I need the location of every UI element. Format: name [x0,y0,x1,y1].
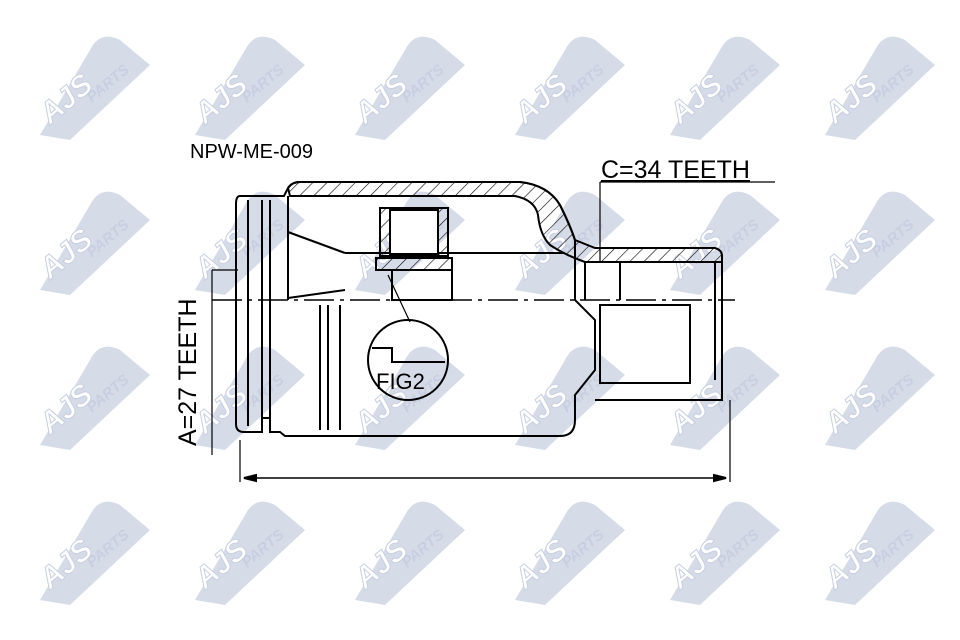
ajs-parts-watermark-icon: AJS PARTS [185,335,315,455]
fig2-label: FIG2 [376,369,425,394]
ajs-parts-watermark-icon: AJS PARTS [815,25,945,145]
ajs-parts-watermark-icon: AJS PARTS [815,335,945,455]
ajs-parts-watermark-icon: AJS PARTS [185,490,315,610]
ajs-parts-watermark-icon: AJS PARTS [505,335,635,455]
ajs-parts-watermark-icon: AJS PARTS [30,180,160,300]
c-teeth-label: C=34 TEETH [601,156,750,184]
part-number-label: NPW-ME-009 [190,141,313,163]
stem-shaft [595,261,723,401]
ajs-parts-watermark-icon: AJS PARTS [660,335,790,455]
ajs-parts-watermark-icon: AJS PARTS [660,490,790,610]
ajs-parts-watermark-icon: AJS PARTS [815,490,945,610]
ajs-parts-watermark-icon: AJS PARTS [345,490,475,610]
ajs-parts-watermark-icon: AJS PARTS [30,25,160,145]
ajs-parts-watermark-icon: AJS PARTS [30,490,160,610]
ajs-parts-watermark-icon: AJS PARTS [30,335,160,455]
a-teeth-label: A=27 TEETH [174,298,202,446]
housing-wall-section [286,181,723,263]
ajs-parts-watermark-icon: AJS PARTS [815,180,945,300]
ajs-parts-watermark-icon: AJS PARTS [660,25,790,145]
ajs-parts-watermark-icon: AJS PARTS [185,180,315,300]
ajs-parts-watermark-icon: AJS PARTS [345,25,475,145]
ajs-parts-watermark-icon: AJS PARTS [505,490,635,610]
fig2-detail-circle [367,319,449,401]
ajs-parts-watermark-icon: AJS PARTS [505,25,635,145]
tripod-spider [375,257,453,271]
ajs-parts-watermark-icon: AJS PARTS [185,25,315,145]
